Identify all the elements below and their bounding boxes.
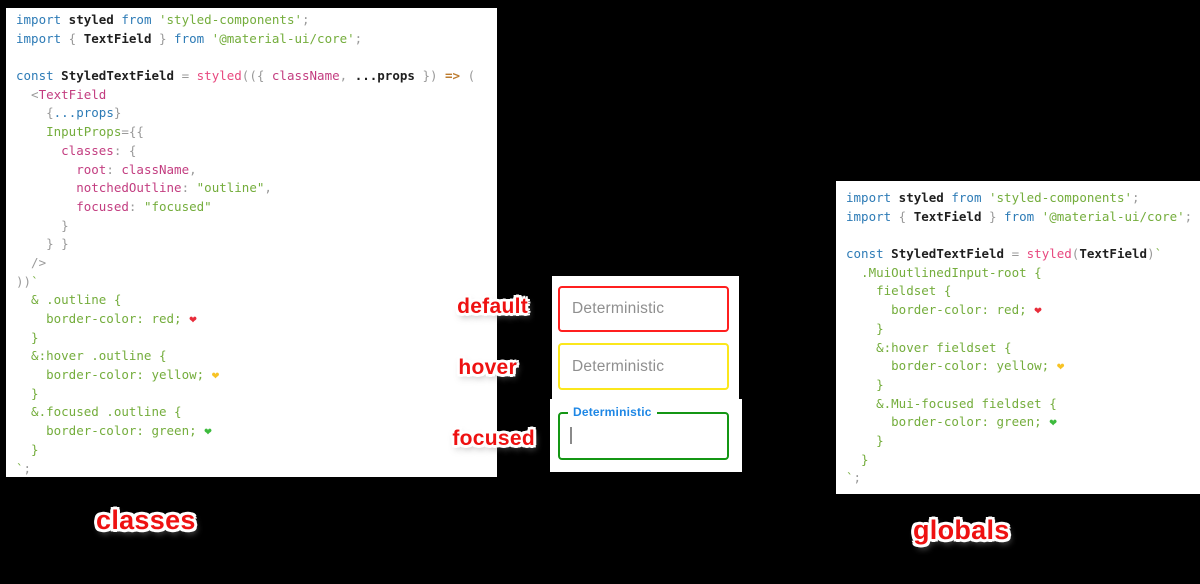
code-line: &.focused .outline { xyxy=(16,404,182,420)
code-line: import { TextField } from '@material-ui/… xyxy=(16,30,363,46)
code-line: import styled from 'styled-components'; xyxy=(846,190,1140,205)
code-line: ))` xyxy=(16,273,39,289)
caption-classes: classes xyxy=(96,505,196,535)
code-line: border-color: green; ❤ xyxy=(846,414,1057,430)
code-line: border-color: green; ❤ xyxy=(16,423,212,439)
code-line: `; xyxy=(846,470,862,486)
code-line: <TextField xyxy=(16,86,107,102)
state-label-focused: focused xyxy=(452,427,535,450)
state-label-hover: hover xyxy=(458,356,517,379)
code-line: } xyxy=(846,376,884,392)
code-line: root: className, xyxy=(16,161,197,177)
code-line: } xyxy=(16,329,39,345)
code-line: } } xyxy=(16,236,69,252)
code-line: & .outline { xyxy=(16,292,122,308)
code-line: const StyledTextField = styled(({ classN… xyxy=(16,68,476,84)
code-line: &:hover .outline { xyxy=(16,348,167,364)
code-line: InputProps={{ xyxy=(16,124,144,140)
code-line: border-color: yellow; ❤ xyxy=(846,358,1065,374)
code-line: classes: { xyxy=(16,142,137,158)
code-panel-classes: import styled from 'styled-components'; i… xyxy=(6,8,497,477)
code-line: /> xyxy=(16,254,47,270)
textfield-default-placeholder: Deterministic xyxy=(572,300,665,317)
textfield-hover[interactable]: Deterministic xyxy=(558,343,729,390)
caption-globals: globals xyxy=(913,515,1010,545)
code-line: {...props} xyxy=(16,105,122,121)
code-line xyxy=(16,48,497,67)
code-line: } xyxy=(846,320,884,336)
code-line: border-color: yellow; ❤ xyxy=(16,367,220,383)
code-line: const StyledTextField = styled(TextField… xyxy=(846,246,1163,262)
textfield-focused-notch-label: Deterministic xyxy=(568,405,657,419)
code-line: border-color: red; ❤ xyxy=(16,311,197,326)
code-line: `; xyxy=(16,460,32,476)
code-line xyxy=(846,226,1200,245)
textfield-default[interactable]: Deterministic xyxy=(558,286,729,332)
code-line: &:hover fieldset { xyxy=(846,339,1012,355)
code-line: fieldset { xyxy=(846,283,952,299)
code-line: } xyxy=(16,441,39,457)
code-line: import { TextField } from '@material-ui/… xyxy=(846,208,1193,224)
code-line: .MuiOutlinedInput-root { xyxy=(846,264,1042,280)
code-line: } xyxy=(16,217,69,233)
textfield-focused[interactable] xyxy=(558,412,729,460)
state-label-default: default xyxy=(457,295,528,318)
code-line: } xyxy=(846,432,884,448)
code-panel-globals: import styled from 'styled-components'; i… xyxy=(836,181,1200,494)
code-line: import styled from 'styled-components'; xyxy=(16,12,310,27)
code-line: notchedOutline: "outline", xyxy=(16,180,272,196)
code-line: &.Mui-focused fieldset { xyxy=(846,395,1057,411)
code-line: focused: "focused" xyxy=(16,198,212,214)
code-line: } xyxy=(846,451,869,467)
text-caret xyxy=(570,427,572,444)
code-line: } xyxy=(16,385,39,401)
code-line: border-color: red; ❤ xyxy=(846,302,1042,318)
textfield-hover-placeholder: Deterministic xyxy=(572,357,665,375)
